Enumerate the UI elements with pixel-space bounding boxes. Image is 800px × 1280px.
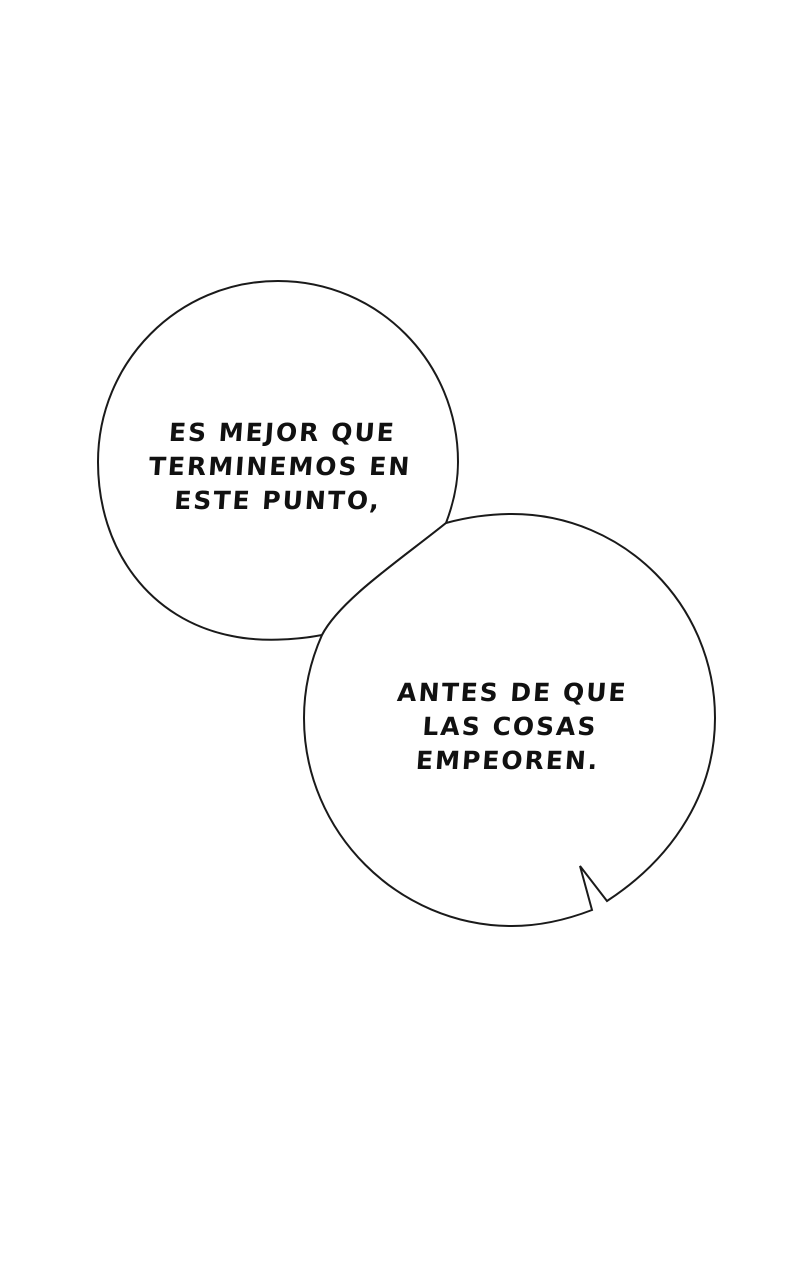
speech-line: LAS COSAS bbox=[421, 712, 599, 741]
speech-bubble-bottom bbox=[302, 512, 717, 928]
speech-line: TERMINEMOS EN bbox=[147, 452, 413, 481]
speech-text-top: ES MEJOR QUE TERMINEMOS EN ESTE PUNTO, bbox=[136, 416, 423, 518]
speech-line: EMPEOREN. bbox=[414, 746, 601, 775]
speech-line: ESTE PUNTO, bbox=[173, 486, 383, 515]
speech-line: ES MEJOR QUE bbox=[167, 418, 397, 447]
speech-line: ANTES DE QUE bbox=[396, 678, 629, 707]
speech-text-bottom: ANTES DE QUE LAS COSAS EMPEOREN. bbox=[366, 676, 653, 778]
